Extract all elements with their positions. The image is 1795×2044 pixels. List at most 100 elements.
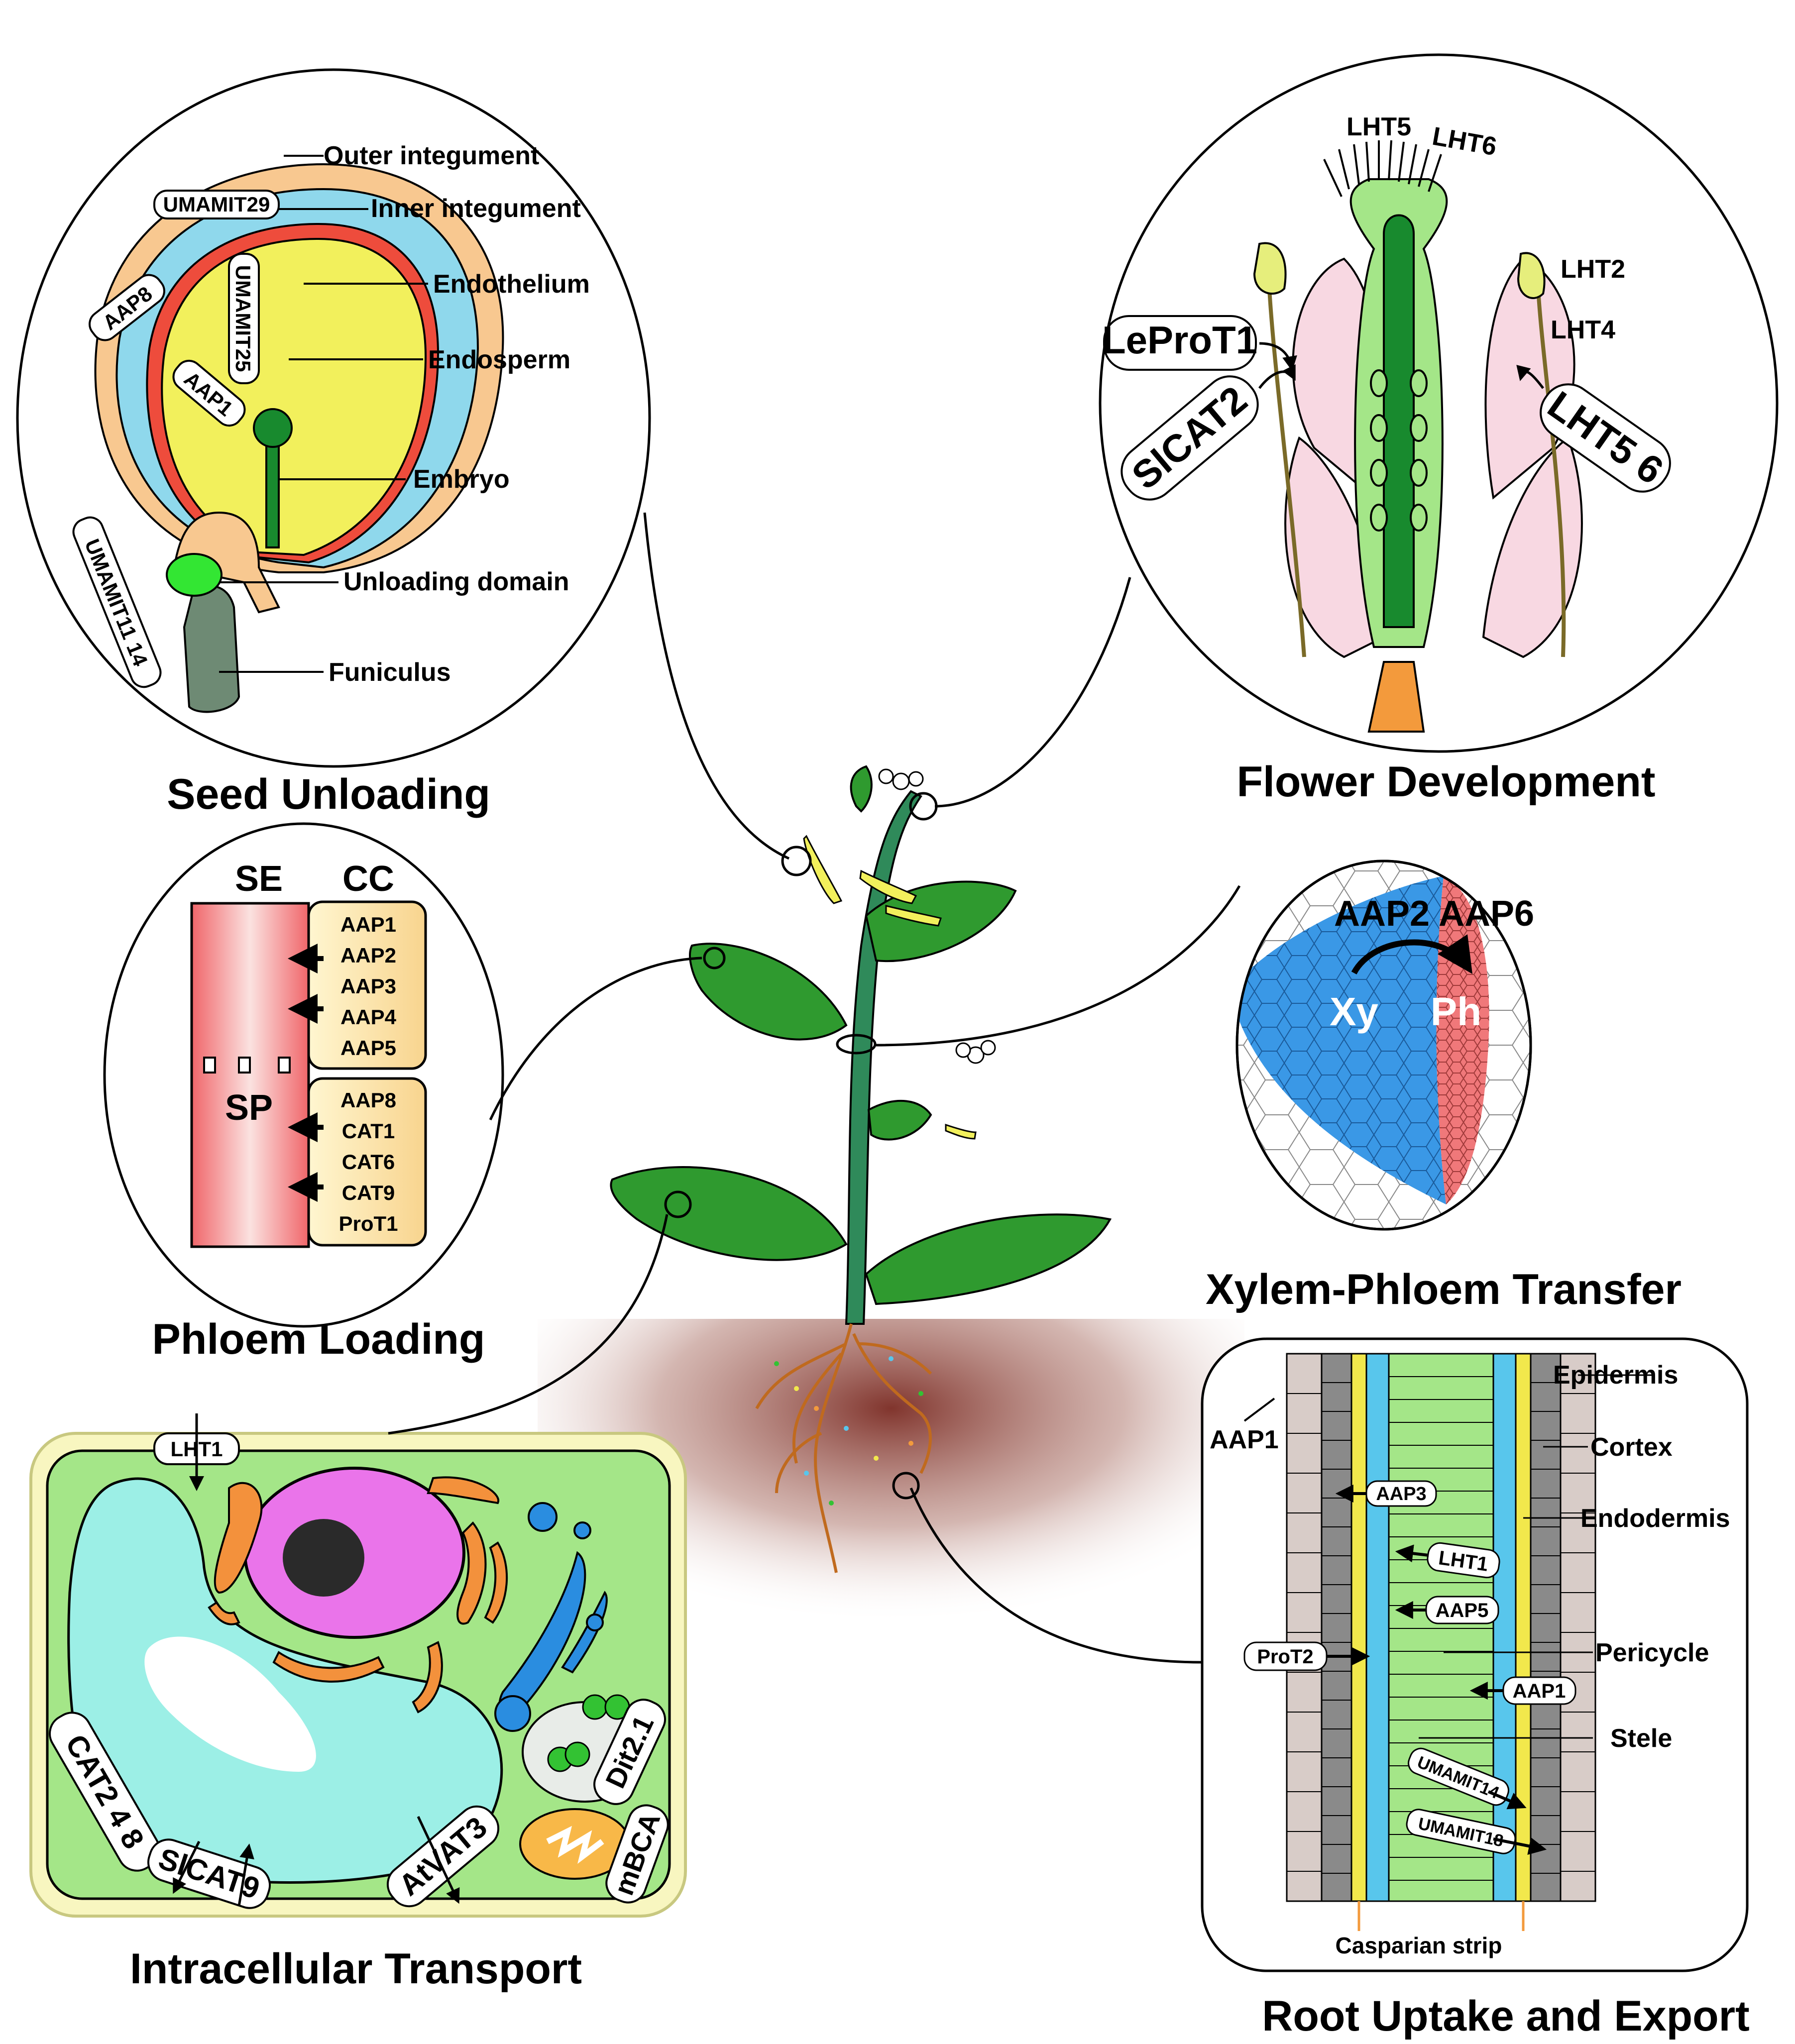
label-endosperm: Endosperm (428, 345, 570, 374)
label-inner-integument: Inner integument (371, 194, 581, 223)
label-aap6: AAP6 (1439, 894, 1534, 934)
cc-transporter-aap2: AAP2 (340, 944, 396, 967)
label-lht5: LHT5 (1346, 112, 1411, 141)
svg-text:UMAMIT29: UMAMIT29 (163, 193, 270, 216)
aap1-top-arrow (1243, 1398, 1275, 1422)
title-xylem-phloem: Xylem-Phloem Transfer (1206, 1266, 1682, 1313)
stamen-left-filament (1267, 288, 1306, 657)
vacuole-highlight (144, 1636, 316, 1772)
title-root-uptake: Root Uptake and Export (1262, 1992, 1750, 2040)
mitochondrion-cristae (546, 1826, 604, 1864)
central-plant (610, 765, 1112, 1573)
flowers (878, 768, 996, 1064)
cc-transporter-aap4: AAP4 (340, 1005, 397, 1029)
arrow-leprot1 (1259, 342, 1297, 371)
label-sp: SP (225, 1088, 273, 1128)
arrow-lht56 (1516, 365, 1544, 389)
soil-particles (774, 1356, 923, 1506)
vacuole-transport-arrows (173, 1816, 460, 1907)
label-funiculus: Funiculus (329, 658, 451, 687)
cc-transporter-aap5: AAP5 (340, 1036, 396, 1060)
tag-aap1-seed: AAP1 (172, 359, 246, 427)
leaf-lower-left (610, 1166, 848, 1261)
leaf-mid-right (867, 1099, 932, 1141)
label-lht2: LHT2 (1561, 255, 1625, 284)
label-stele: Stele (1610, 1724, 1672, 1753)
seed-unloading-panel: Outer integument Inner integument Endoth… (16, 68, 651, 818)
leaf-top (850, 765, 873, 813)
anther-left (1253, 242, 1287, 295)
label-lht4: LHT4 (1551, 316, 1615, 344)
label-ph: Ph (1431, 989, 1481, 1034)
tag-aap5: AAP5 (1425, 1596, 1499, 1624)
root-panel: Epidermis Cortex Endodermis Pericycle St… (1201, 1337, 1750, 2040)
title-flower-development: Flower Development (1236, 758, 1655, 806)
companion-cell-upper (307, 900, 427, 1070)
label-endothelium: Endothelium (433, 270, 590, 299)
label-cc: CC (342, 859, 394, 899)
svg-text:LeProT1: LeProT1 (1102, 318, 1257, 362)
companion-cell-lower (307, 1077, 427, 1247)
pedicel-shape (1367, 661, 1425, 733)
golgi-vesicles (494, 1502, 608, 1732)
anther-right (1517, 252, 1546, 299)
arrow-slcat2 (1258, 364, 1296, 389)
cc-transporter-cat9: CAT9 (342, 1181, 395, 1204)
stem (845, 790, 922, 1325)
tag-umamit25: UMAMIT25 (228, 253, 260, 384)
xylem-phloem-panel: AAP2 AAP6 Xy Ph Xylem-Phloem Transfer (1206, 860, 1682, 1313)
label-aap1-root-top: AAP1 (1210, 1425, 1279, 1454)
funiculus-shape (183, 584, 240, 713)
svg-text:ProT2: ProT2 (1257, 1646, 1313, 1668)
svg-text:AAP5: AAP5 (1436, 1600, 1489, 1621)
cc-transporter-aap1: AAP1 (340, 913, 396, 936)
sieve-plates (203, 1057, 291, 1074)
tag-aap8: AAP8 (89, 274, 165, 341)
label-xy: Xy (1330, 989, 1378, 1034)
embryo-stalk (265, 437, 280, 548)
title-intracellular: Intracellular Transport (130, 1945, 582, 1993)
phloem-arrows (288, 944, 324, 1202)
label-endodermis: Endodermis (1580, 1504, 1730, 1533)
tag-prot2: ProT2 (1243, 1641, 1328, 1671)
micropyle-shape (173, 511, 280, 614)
style-shape (1383, 214, 1415, 628)
cc-transporter-aap8: AAP8 (340, 1088, 396, 1112)
svg-text:AAP1: AAP1 (1513, 1680, 1566, 1702)
cc-transporter-prot1: ProT1 (338, 1212, 398, 1235)
stamen-right-filament (1536, 288, 1566, 657)
xylem-to-phloem-arrow (1351, 934, 1473, 975)
title-seed-unloading: Seed Unloading (167, 770, 490, 818)
cc-transporter-cat6: CAT6 (342, 1150, 395, 1174)
sieve-element (190, 902, 310, 1248)
label-aap2: AAP2 (1334, 894, 1430, 934)
tag-aap1-root: AAP1 (1502, 1676, 1576, 1705)
label-epidermis: Epidermis (1553, 1361, 1678, 1390)
embryo-head (253, 408, 293, 448)
thylakoids (547, 1694, 630, 1772)
unloading-domain-shape (166, 553, 223, 597)
tag-aap3: AAP3 (1365, 1480, 1437, 1507)
svg-text:UMAMIT25: UMAMIT25 (231, 265, 255, 372)
intracellular-panel: LHT1 CAT2 4 8 SlCAT9 AtVAT3 Dit2.1 mBCA (29, 1413, 687, 1993)
tag-dit21: Dit2.1 (593, 1699, 666, 1805)
fruits (803, 835, 977, 1140)
title-phloem-loading: Phloem Loading (152, 1315, 485, 1363)
flower-development-panel: LHT5 LHT6 LHT2 LHT4 LeProT1 SlCAT2 LHT5 … (1099, 53, 1779, 806)
label-unloading-domain: Unloading domain (343, 567, 569, 596)
label-cortex: Cortex (1590, 1433, 1673, 1462)
nucleolus (283, 1519, 364, 1597)
tag-leprot1: LeProT1 (1102, 315, 1257, 371)
ovules (1370, 369, 1428, 532)
leaf-lower-right (865, 1213, 1112, 1305)
label-se: SE (235, 859, 283, 899)
tag-umamit29: UMAMIT29 (153, 190, 280, 219)
label-casparian-strip: Casparian strip (1336, 1933, 1502, 1958)
cc-transporter-cat1: CAT1 (342, 1119, 395, 1143)
leaf-upper-left (689, 943, 848, 1041)
